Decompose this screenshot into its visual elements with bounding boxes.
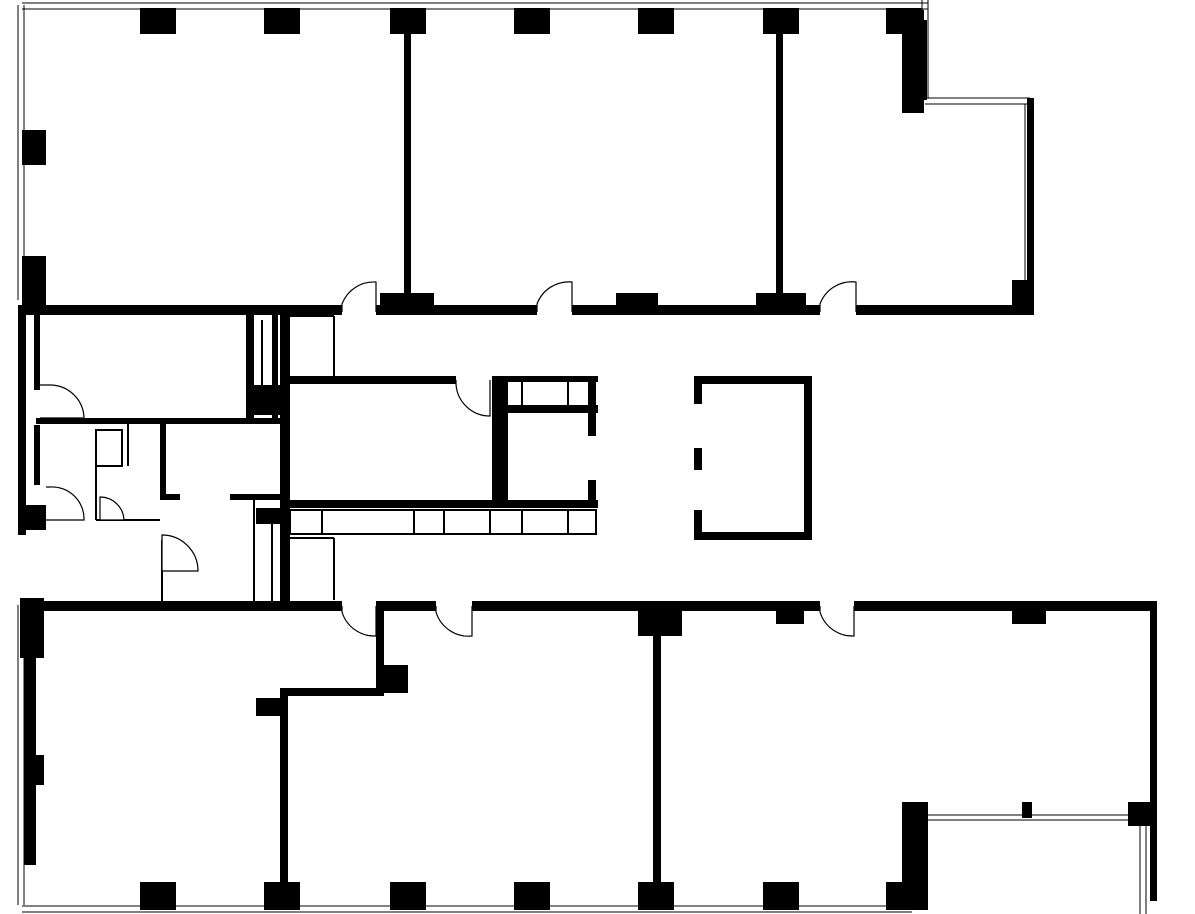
wall-west-lower — [24, 605, 36, 865]
column — [638, 608, 682, 636]
wall-south-east — [1150, 601, 1157, 901]
column — [140, 882, 176, 910]
door-south-1 — [341, 606, 377, 637]
column — [616, 293, 658, 307]
wall-service-v — [246, 315, 254, 420]
column — [264, 882, 300, 910]
wall-central-inner — [500, 376, 508, 506]
wall-service-h — [36, 418, 286, 424]
column — [514, 8, 550, 34]
wall-core-top — [694, 376, 812, 384]
wall-service-v — [160, 424, 166, 499]
column — [22, 130, 46, 165]
column — [264, 8, 300, 34]
door-service-3 — [99, 496, 125, 521]
column — [1012, 280, 1034, 310]
column — [638, 882, 674, 910]
wall-central-top — [288, 376, 456, 384]
column — [24, 755, 44, 785]
wall-south-corridor — [20, 601, 342, 611]
column — [514, 882, 550, 910]
wall-west-service — [18, 305, 26, 535]
wall-north-corridor — [376, 305, 537, 315]
wall-service-v — [280, 315, 290, 605]
wall-south-partition-a — [280, 688, 384, 696]
wall-service-h — [160, 494, 180, 500]
column — [384, 665, 408, 693]
column — [256, 698, 282, 716]
door-service-4 — [161, 534, 199, 572]
windows — [17, 0, 1147, 914]
wall-west-service-inner — [34, 315, 40, 390]
wall-central-bottom — [288, 500, 598, 508]
wall-south-partition-a — [376, 605, 384, 690]
walls — [18, 8, 1157, 910]
column — [763, 8, 799, 34]
wall-south-corridor — [854, 601, 1156, 611]
wall-service-v — [272, 315, 278, 420]
column — [380, 293, 434, 307]
wall-closet-side — [588, 480, 596, 508]
wall-closet-side — [588, 376, 596, 436]
wall-closet-mid — [500, 405, 598, 413]
door-central — [455, 380, 491, 417]
column — [1012, 608, 1046, 624]
wall-ne-east — [1027, 98, 1034, 315]
wall-core-right — [804, 376, 812, 540]
wall-north-corridor — [856, 305, 1034, 315]
wall-service-fill — [256, 508, 280, 524]
wall-west-service-inner — [34, 425, 40, 485]
wall-south-partition-b — [653, 605, 661, 905]
column — [886, 8, 922, 34]
doors — [40, 281, 857, 637]
wall-service-h — [230, 494, 280, 500]
column — [886, 882, 922, 910]
door-south-3 — [819, 606, 855, 637]
wall-west-service — [26, 505, 46, 530]
wall-central-right — [492, 376, 500, 506]
column — [763, 882, 799, 910]
wall-north-corridor — [572, 305, 820, 315]
door-north-2 — [536, 281, 573, 312]
wall-service-fill — [250, 385, 286, 415]
column — [390, 882, 426, 910]
column — [1128, 802, 1152, 826]
wall-core-left — [694, 510, 702, 540]
column — [1022, 802, 1032, 818]
door-service-1 — [40, 384, 85, 419]
door-north-3 — [819, 281, 857, 312]
door-north-1 — [341, 281, 377, 312]
wall-core-left — [694, 448, 702, 470]
wall-core-left — [694, 376, 702, 404]
door-south-2 — [435, 606, 473, 637]
wall-partition-north-1 — [404, 8, 411, 308]
column — [390, 8, 426, 34]
wall-closet-top — [500, 376, 598, 382]
wall-south-partition-a — [280, 688, 288, 908]
wall-north-corridor — [20, 305, 342, 315]
column — [140, 8, 176, 34]
column — [638, 8, 674, 34]
wall-partition-north-2 — [776, 8, 783, 308]
service-stall — [95, 429, 123, 467]
column — [756, 293, 806, 307]
wall-core-bottom — [694, 532, 812, 540]
wall-south-corridor — [376, 601, 436, 611]
thin-partitions — [95, 315, 597, 603]
wall-ne-corner — [902, 10, 924, 113]
column — [776, 608, 804, 624]
wall-south-corridor — [472, 601, 820, 611]
door-service-2 — [46, 486, 85, 521]
column — [22, 256, 46, 306]
